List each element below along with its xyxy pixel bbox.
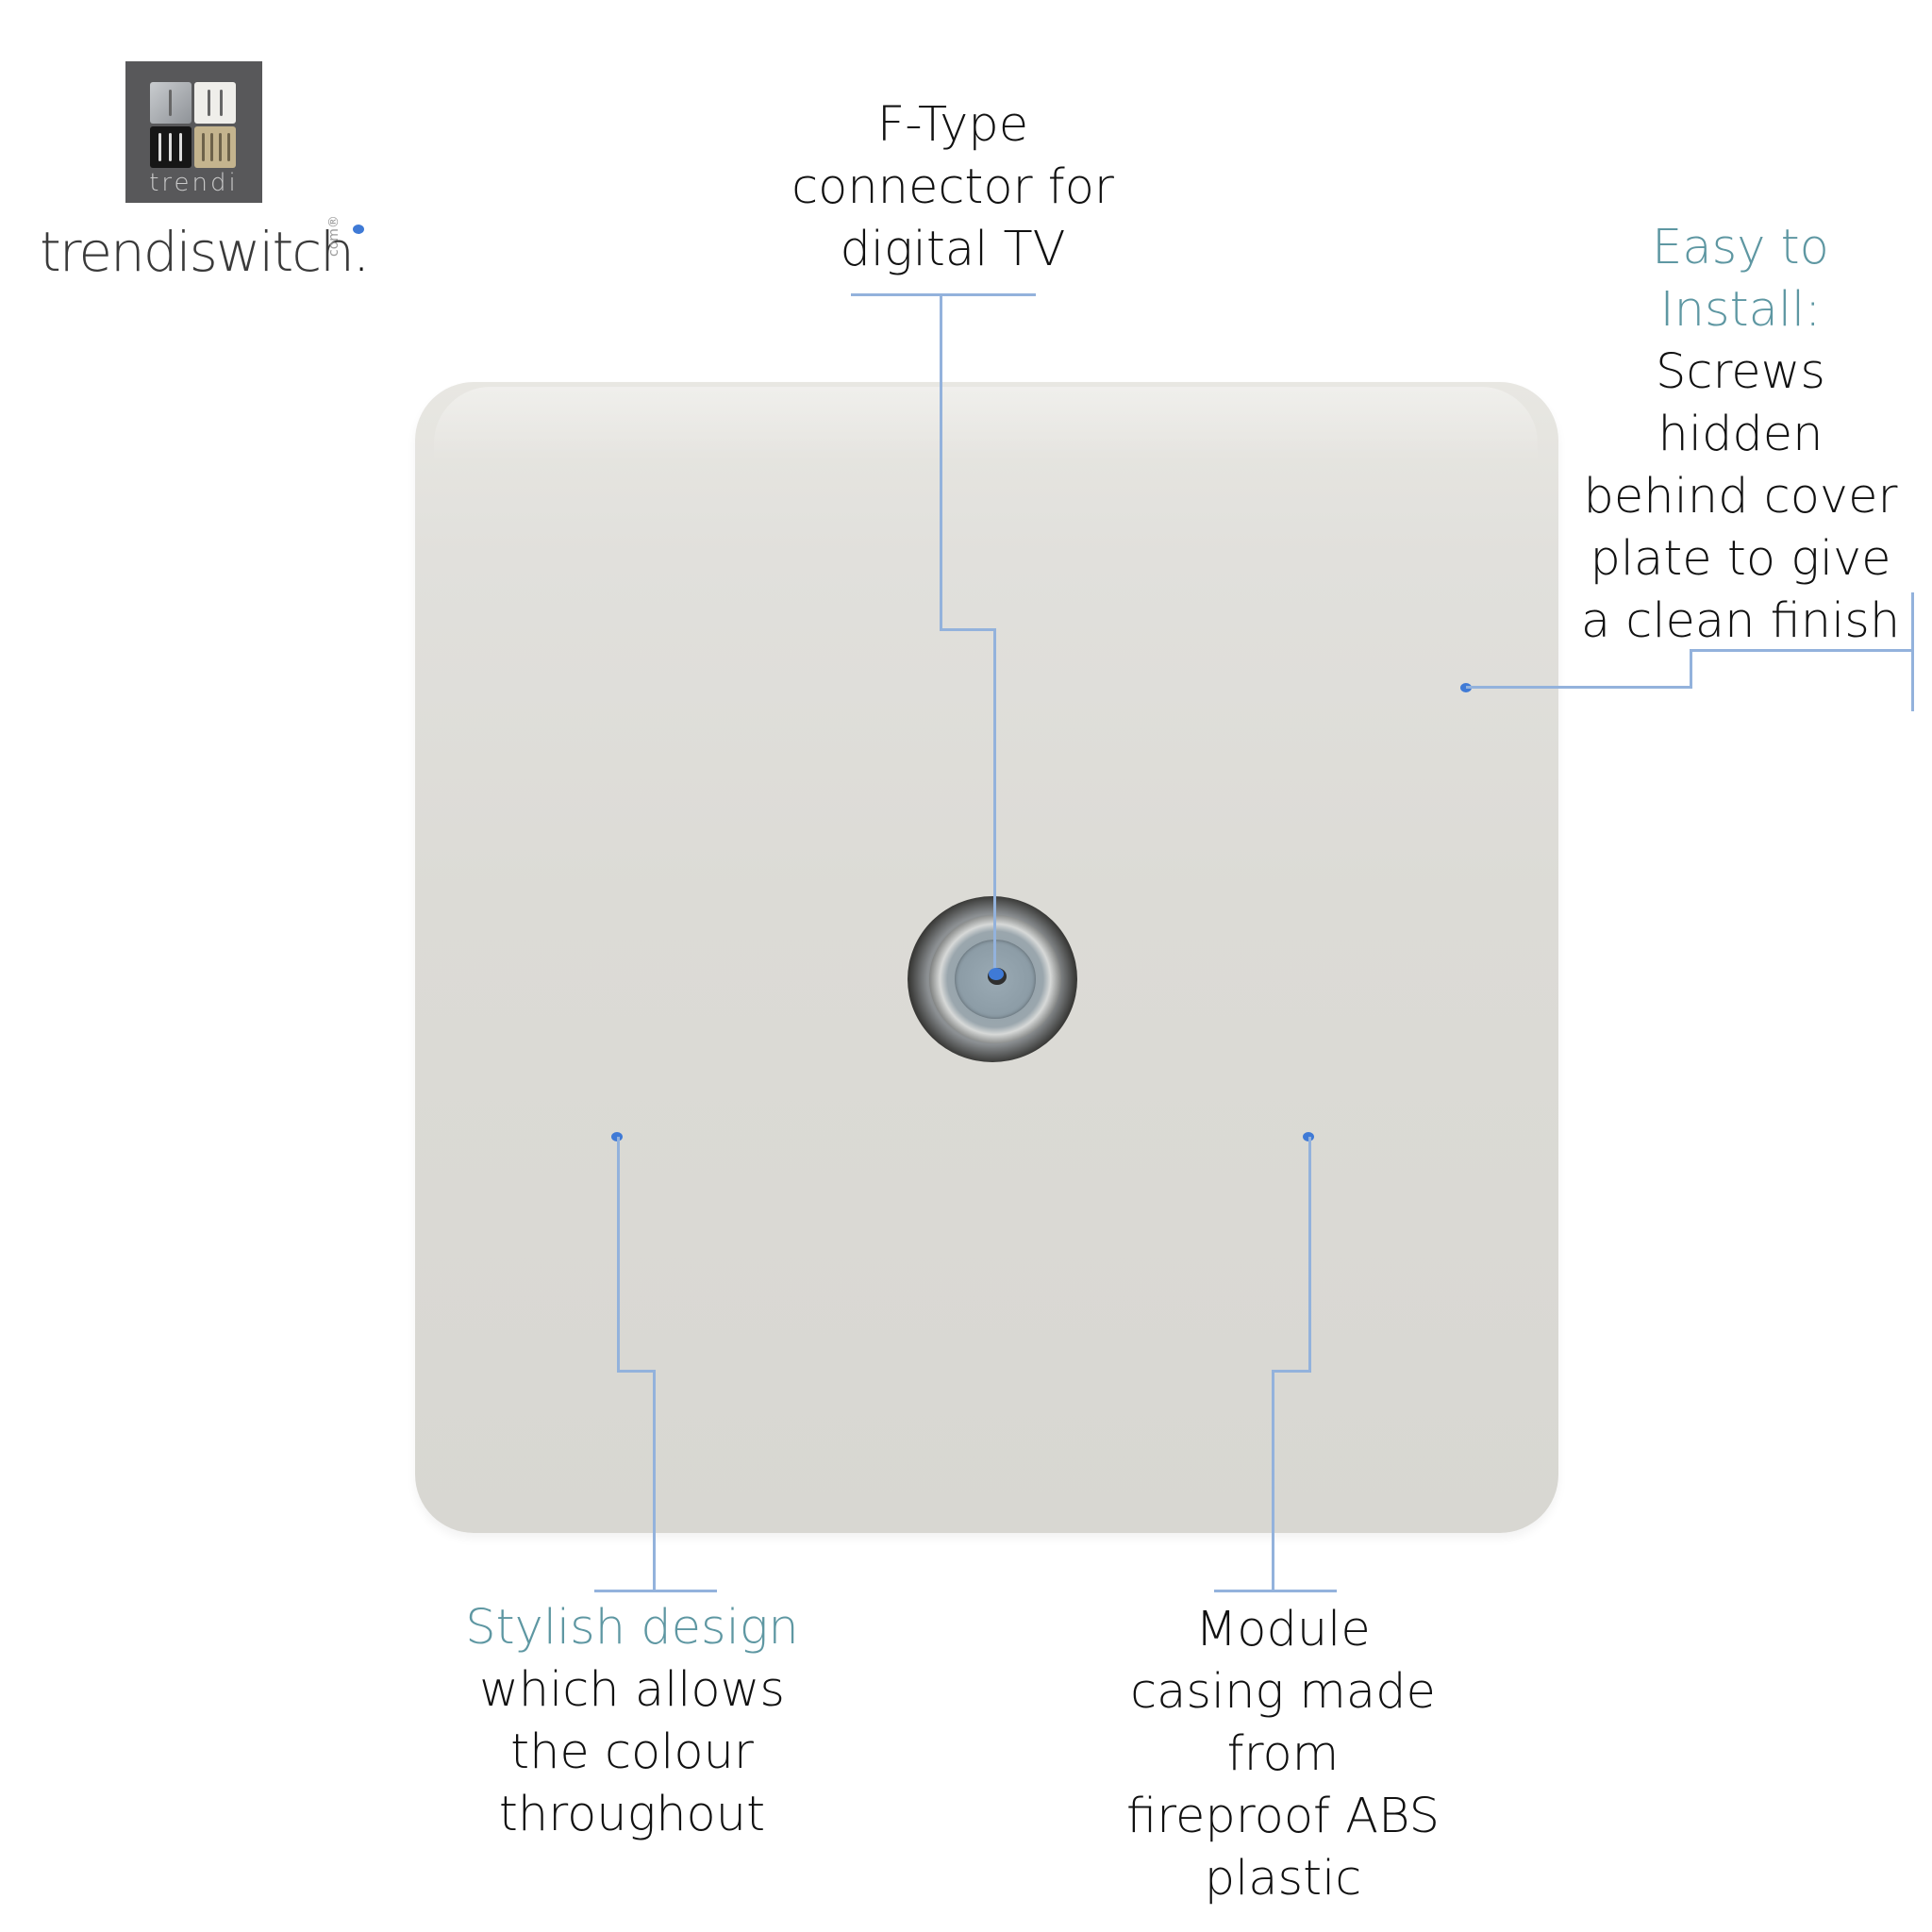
- logo-badge-text: trendi: [149, 169, 239, 197]
- callout-bottom-right-line: casing made: [1130, 1664, 1436, 1720]
- callout-bottom-left-text: Stylish design which allows the colour t…: [443, 1597, 821, 1846]
- faceplate-highlight: [434, 387, 1538, 462]
- domain-suffix-text: com: [326, 228, 341, 257]
- callout-right-line: plate to give: [1590, 531, 1891, 587]
- callout-top-line: F-Type: [876, 97, 1029, 153]
- callout-right-heading: Easy to: [1652, 220, 1829, 275]
- callout-bottom-left-line: throughout: [498, 1787, 766, 1842]
- callout-top-line: digital TV: [840, 222, 1066, 277]
- callout-bottom-left-line: which allows: [479, 1662, 785, 1718]
- logo-tile-black: [150, 126, 192, 168]
- callout-bottom-right-text: Module casing made from fireproof ABS pl…: [1085, 1599, 1481, 1910]
- callout-right-line: behind cover: [1583, 469, 1898, 525]
- callout-right-text: Easy to Install: Screws hidden behind co…: [1557, 217, 1924, 653]
- callout-bottom-right-line: from: [1226, 1726, 1340, 1782]
- callout-top-line: connector for: [791, 159, 1114, 215]
- wordmark-dot: .: [352, 220, 370, 284]
- callout-right-line: Screws: [1656, 344, 1825, 400]
- registered-mark: ®: [326, 215, 341, 229]
- callout-bottom-left-line: the colour: [510, 1724, 754, 1780]
- callout-top-dot: [989, 968, 1004, 980]
- logo-tile-gold: [194, 126, 236, 168]
- callout-bottom-left-heading: Stylish design: [465, 1600, 799, 1656]
- logo-tile-silver: [150, 82, 192, 124]
- callout-right-line: hidden: [1657, 407, 1824, 462]
- wordmark-text: trendiswitch: [40, 220, 355, 284]
- brand-wordmark: trendiswitch.: [40, 225, 370, 279]
- callout-bottom-right-line: plastic: [1204, 1851, 1362, 1907]
- callout-right-heading: Install:: [1659, 282, 1822, 338]
- callout-bottom-right-line: fireproof ABS: [1126, 1789, 1440, 1844]
- callout-right-line: a clean finish: [1580, 593, 1901, 649]
- brand-domain-suffix: com®: [326, 215, 341, 257]
- callout-top-text: F-Type connector for digital TV: [717, 94, 1189, 281]
- logo-tile-white: [194, 82, 236, 124]
- brand-logo-badge: trendi: [125, 61, 262, 203]
- callout-bottom-right-line: Module: [1195, 1602, 1371, 1657]
